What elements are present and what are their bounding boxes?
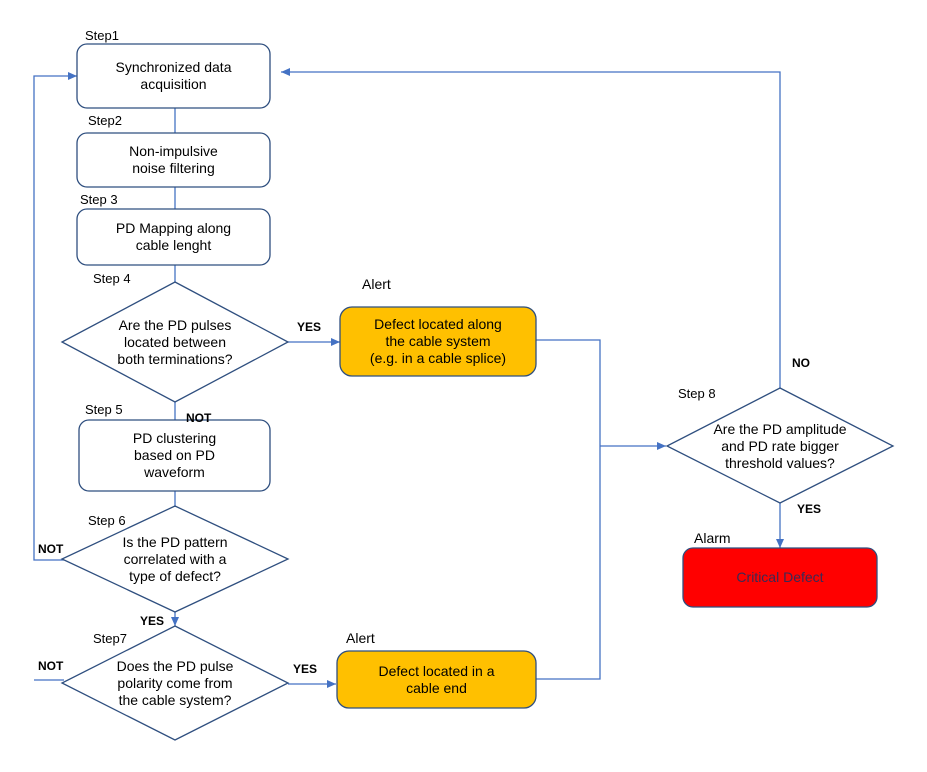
step2-label: Step2 (88, 113, 122, 128)
step8-text: Are the PD amplitude and PD rate bigger … (713, 420, 847, 471)
step4-decision (60, 281, 290, 403)
step1-label: Step1 (85, 28, 119, 43)
step1-text: Synchronized data acquisition (115, 59, 232, 92)
step6-decision (60, 505, 290, 613)
step6-label: Step 6 (88, 513, 126, 528)
step4-label: Step 4 (93, 271, 131, 286)
step4-text: Are the PD pulses located between both t… (117, 316, 233, 367)
alarm-box (682, 547, 878, 608)
not-label-step6: NOT (38, 542, 64, 556)
step5-box (78, 419, 271, 492)
edge-s8-no-loop (281, 68, 781, 388)
step7-label: Step7 (93, 631, 127, 646)
yes-label-step4: YES (297, 320, 322, 334)
alert2-label: Alert (346, 630, 375, 646)
step7-decision (60, 625, 290, 741)
step7-text: Does the PD pulse polarity come from the… (116, 657, 234, 708)
alert1-box (339, 306, 537, 377)
step3-label: Step 3 (80, 192, 118, 207)
edge-alerts-merge (536, 339, 601, 680)
not-label-step7: NOT (38, 659, 64, 673)
step3-box (76, 208, 271, 266)
yes-label-step8: YES (797, 502, 822, 516)
not-label-step4: NOT (186, 411, 212, 425)
step2-box (76, 132, 271, 188)
alert2-box (336, 650, 537, 709)
step5-text: PD clustering based on PD waveform (132, 430, 217, 480)
yes-label-step6: YES (140, 614, 165, 628)
connectors (33, 68, 784, 688)
step8-decision (665, 387, 895, 504)
no-label-step8: NO (792, 356, 810, 370)
step5-label: Step 5 (85, 402, 123, 417)
step8-label: Step 8 (678, 386, 716, 401)
step6-text: Is the PD pattern correlated with a type… (122, 533, 228, 584)
step2-text: Non-impulsive noise filtering (129, 143, 218, 176)
alert1-text: Defect located along the cable system (e… (369, 316, 507, 366)
step3-text: PD Mapping along cable lenght (115, 220, 232, 253)
alarm-text: Critical Defect (736, 569, 824, 585)
step1-box (76, 43, 271, 109)
edge-s6-not-loop (33, 72, 77, 561)
yes-label-step7: YES (293, 662, 318, 676)
alert2-text: Defect located in a cable end (378, 662, 495, 696)
alert1-label: Alert (362, 276, 391, 292)
alarm-label: Alarm (694, 530, 731, 546)
